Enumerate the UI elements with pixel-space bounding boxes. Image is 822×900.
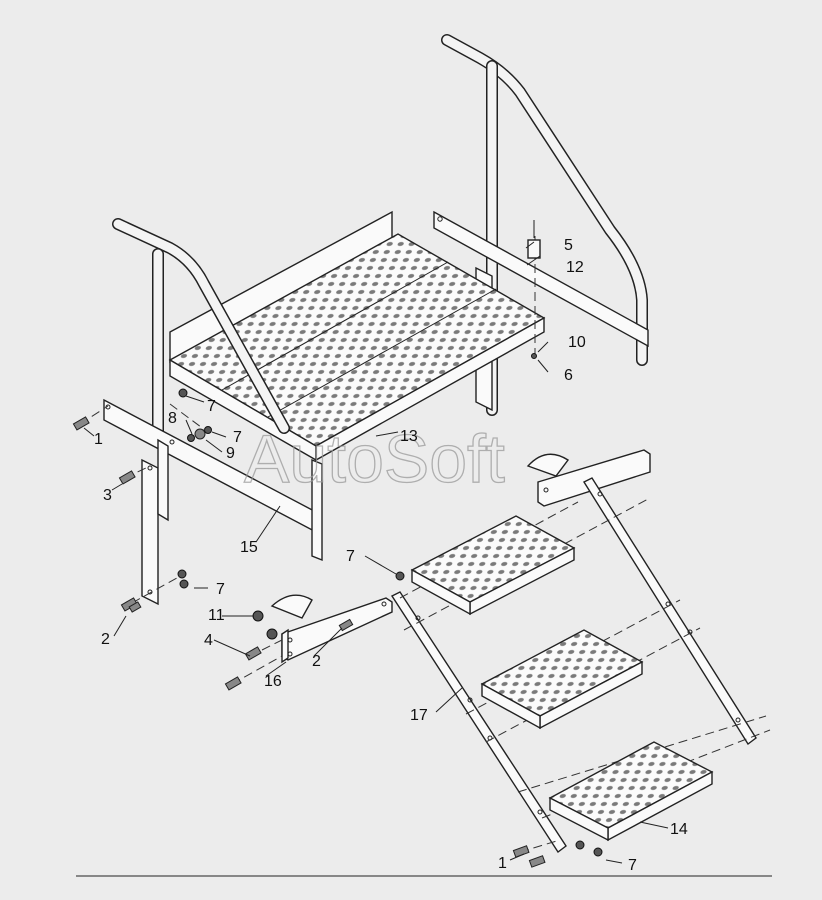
callout-4: 4 <box>204 632 213 649</box>
callout-3: 3 <box>103 487 112 504</box>
callout-6: 6 <box>564 367 573 384</box>
callout-14: 14 <box>670 821 688 838</box>
callout-17: 17 <box>410 707 428 724</box>
left-handrail <box>112 218 290 446</box>
callout-15: 15 <box>240 539 258 556</box>
callout-9: 9 <box>226 445 235 462</box>
right-stair-bracket <box>526 449 651 507</box>
upper-hardware <box>72 220 541 613</box>
callout-7-lower: 7 <box>628 857 637 874</box>
callout-5: 5 <box>564 237 573 254</box>
callout-10: 10 <box>568 334 586 351</box>
callout-7-tread: 7 <box>346 548 355 565</box>
callout-2-left: 2 <box>101 631 110 648</box>
left-stair-bracket <box>224 594 393 691</box>
callout-1-lower: 1 <box>498 855 507 872</box>
stair-treads <box>410 515 714 842</box>
callout-11: 11 <box>208 607 225 624</box>
callout-1-upper: 1 <box>94 431 103 448</box>
lower-hardware <box>395 571 603 868</box>
platform-assembly <box>103 34 649 606</box>
callout-2-bracket: 2 <box>312 653 321 670</box>
callout-7-platform: 7 <box>207 398 216 415</box>
callout-7-washer: 7 <box>233 429 242 446</box>
front-frame <box>103 398 323 606</box>
callout-8: 8 <box>168 410 177 427</box>
callout-12: 12 <box>566 259 584 276</box>
watermark-text: AutoSoft <box>244 421 505 497</box>
callout-16: 16 <box>264 673 282 690</box>
right-handrail <box>433 34 649 416</box>
callout-13: 13 <box>400 428 418 445</box>
callout-labels: 1 1 2 2 3 4 5 6 7 7 7 7 7 8 9 10 11 12 1… <box>94 237 688 874</box>
leader-lines <box>83 241 669 864</box>
stair-stringers <box>390 477 771 854</box>
callout-7-frame: 7 <box>216 581 225 598</box>
